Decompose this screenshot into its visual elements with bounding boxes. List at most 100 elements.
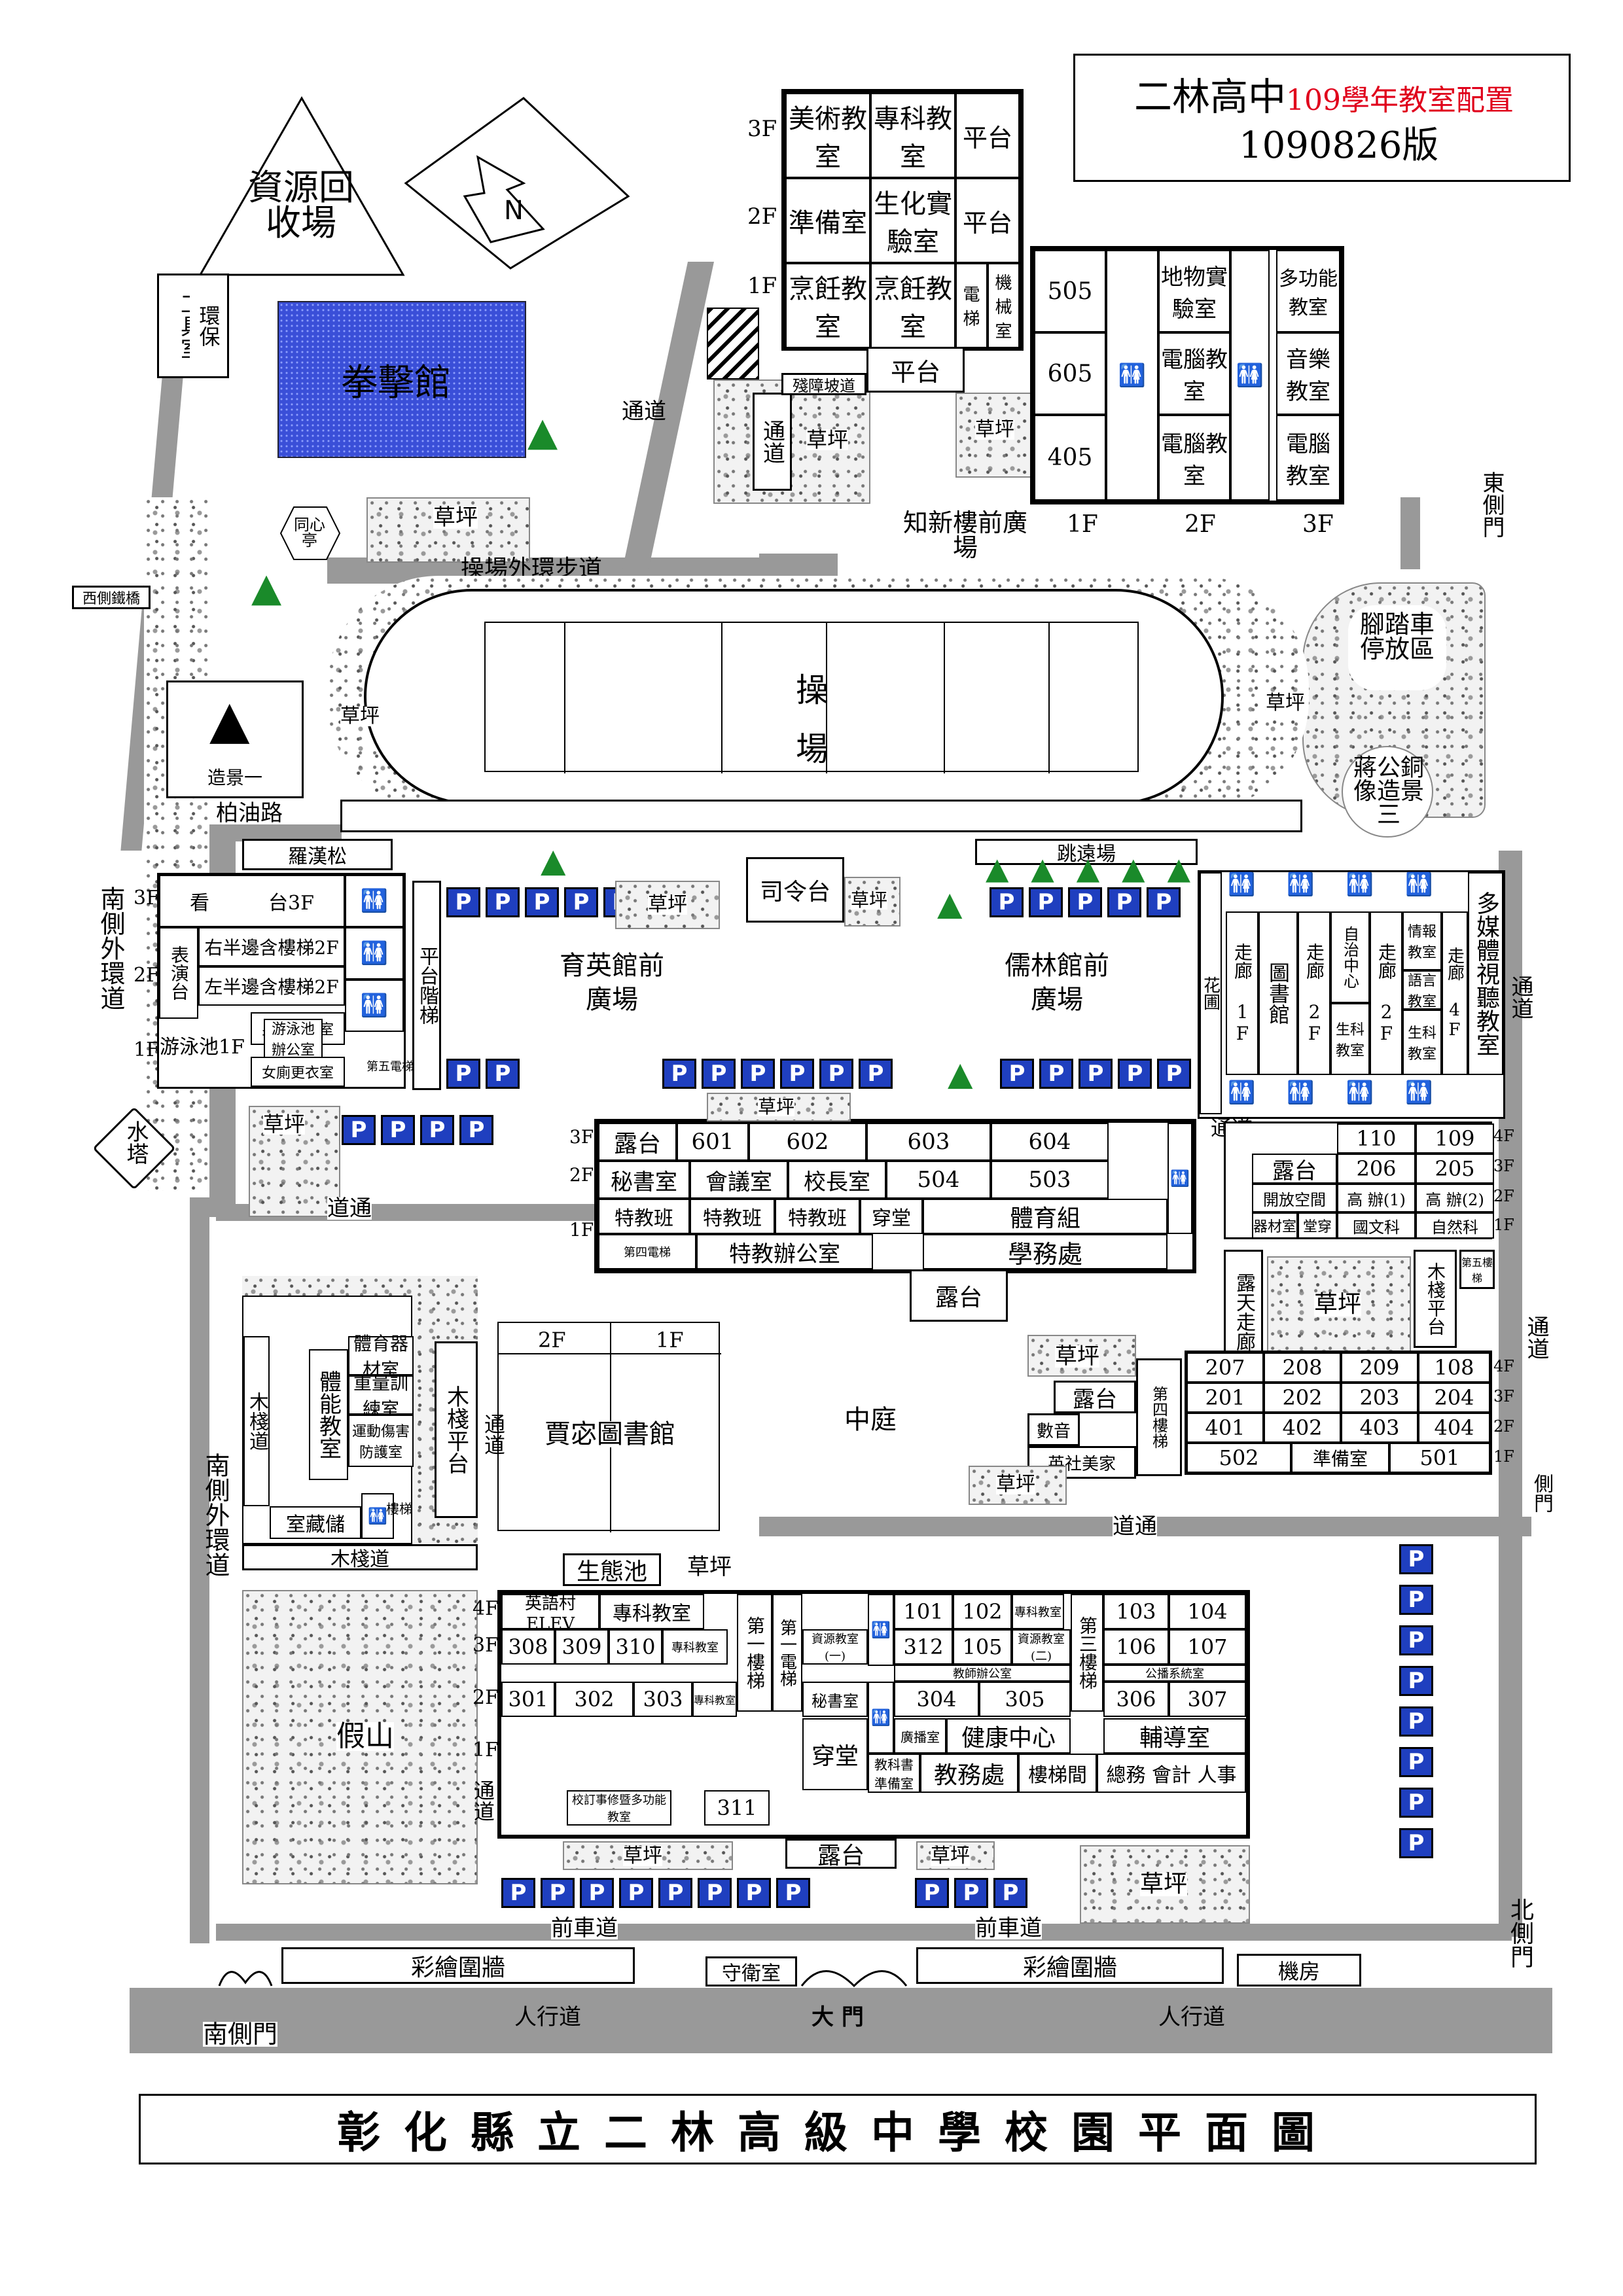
room-405: 405 <box>1034 415 1106 501</box>
south-building: 英語村ELEV 專科教室 第一樓梯 第一電梯 101 102 專科教室 第三樓梯… <box>497 1590 1250 1839</box>
room-602: 602 <box>749 1123 866 1161</box>
special-ed-3: 特教班 <box>775 1199 860 1234</box>
east-gate-label: 東側門 <box>1478 471 1505 538</box>
resource-room-1: 資源教室(一) <box>802 1629 868 1665</box>
room-106: 106 <box>1103 1629 1169 1665</box>
restroom-icon: 🚻 <box>368 1507 387 1525</box>
compass-icon: N <box>404 97 630 270</box>
room-502: 502 <box>1186 1443 1291 1473</box>
secretary-room-south: 秘書室 <box>802 1682 868 1717</box>
command-stand: 司令台 <box>746 857 844 923</box>
main-gate-icon[interactable] <box>798 1956 910 1989</box>
parking-icon: P <box>1399 1666 1433 1696</box>
tree-icon: ▲ <box>1031 851 1054 886</box>
machine-room: 機械室 <box>988 263 1020 348</box>
restroom-icon: 🚻 <box>1405 872 1433 898</box>
footer-title: 彰化縣立二林高級中學校園平面圖 <box>337 2107 1338 2158</box>
room-104: 104 <box>1169 1594 1246 1629</box>
east-lower-3f: 3F <box>1493 1387 1514 1405</box>
room-201: 201 <box>1186 1383 1264 1413</box>
parking-icon: P <box>1147 887 1181 917</box>
platform-2f: 平台 <box>955 178 1020 263</box>
jump-pit-trees: ▲▲▲▲▲ <box>986 851 1190 886</box>
parking-icon: P <box>819 1059 853 1089</box>
rockery: 假山 <box>242 1590 478 1884</box>
library-wc-row-bottom: 🚻🚻🚻🚻 <box>1228 1080 1433 1106</box>
health-center: 健康中心 <box>946 1718 1071 1754</box>
accessible-ramp: 殘障坡道 <box>781 373 866 395</box>
south-gate-icon[interactable] <box>216 1956 275 1989</box>
south-gate-label: 南側門 <box>203 2020 278 2049</box>
special-ed-office: 特教辦公室 <box>696 1234 873 1269</box>
bio-room-2: 生科教室 <box>1402 1010 1442 1075</box>
tree-icon: ▲ <box>209 689 250 750</box>
computer-room-1: 電腦教室 <box>1158 332 1230 415</box>
south-floor-1f: 1F <box>473 1739 499 1761</box>
sidewalk-west: 人行道 <box>514 2004 581 2030</box>
pool-floor-2f: 2F <box>134 964 160 987</box>
restroom-icon: 🚻 <box>1228 1080 1256 1106</box>
pool-office: 游泳池辦公室 <box>264 1019 323 1059</box>
special-ed-2: 特教班 <box>690 1199 775 1234</box>
restroom-icon: 🚻 <box>871 1708 891 1727</box>
track-east-grass: 草坪 <box>1266 692 1305 715</box>
east-small-building: 110 109 露台 206 205 開放空間 高 辦(1) 高 辦(2) 器材… <box>1224 1122 1494 1239</box>
room-603: 603 <box>866 1123 991 1161</box>
first-elevator: 第一電梯 <box>772 1594 802 1712</box>
room-605: 605 <box>1034 332 1106 415</box>
grass-south-3: 草坪 <box>1080 1845 1250 1924</box>
library-hall: 圖書館 <box>1258 911 1298 1075</box>
parking-icon: P <box>381 1115 415 1145</box>
room-108: 108 <box>1418 1352 1490 1383</box>
grass-east-court: 草坪 <box>1267 1256 1411 1354</box>
restroom-icon: 🚻 <box>1118 362 1147 389</box>
room-604: 604 <box>991 1123 1109 1161</box>
parking-icon: P <box>1107 887 1141 917</box>
parking-icon: P <box>658 1878 692 1908</box>
weight-room: 重量訓練室 <box>348 1372 414 1420</box>
pool-stand: 看 台3F <box>159 875 345 927</box>
parking-icon: P <box>741 1059 775 1089</box>
room-303: 303 <box>633 1682 692 1717</box>
corridor-2f: 走廊 2F <box>1298 911 1330 1075</box>
grass-machine: 草坪 <box>955 393 1034 478</box>
science-dept: 自然科 <box>1416 1212 1494 1239</box>
room-209: 209 <box>1341 1352 1418 1383</box>
center-terrace: 露台 <box>910 1269 1008 1322</box>
parking-icon: P <box>737 1878 771 1908</box>
tree-icon: ▲ <box>251 565 282 610</box>
parking-icon: P <box>1399 1706 1433 1737</box>
pool-wc-1: 🚻 <box>345 875 404 927</box>
tree-icon: ▲ <box>937 885 963 923</box>
high-office-1: 高 辦(1) <box>1337 1184 1416 1212</box>
multi-function-classroom: 校訂事修暨多功能教室 <box>567 1790 671 1826</box>
room-307: 307 <box>1169 1682 1246 1717</box>
room-208: 208 <box>1264 1352 1341 1383</box>
open-space: 開放空間 <box>1252 1184 1337 1212</box>
room-402: 402 <box>1264 1413 1341 1443</box>
playground-label: 操場 <box>796 671 829 768</box>
grass-yuying: 草坪 <box>615 881 720 929</box>
room-205: 205 <box>1416 1154 1494 1184</box>
tree-icon: ▲ <box>1076 851 1100 886</box>
pool-floor-3f: 3F <box>134 887 160 910</box>
pool-right-half: 右半邊含樓梯2F <box>198 927 345 966</box>
scene-one: 造景一 <box>166 680 304 798</box>
textbook-prep-room: 教科書準備室 <box>868 1754 920 1793</box>
parking-icon: P <box>1000 1059 1034 1089</box>
pool-fifth-stairs: 第五電梯 <box>366 1060 414 1074</box>
water-tower-label: 水塔 <box>122 1120 149 1165</box>
recycle-label: 資源回收場 <box>248 167 354 243</box>
restroom-icon: 🚻 <box>1170 1169 1190 1188</box>
east-road-passage: 通道 <box>1507 975 1533 1019</box>
parking-icon: P <box>990 887 1024 917</box>
women-locker: 女廁更衣室 <box>251 1057 345 1087</box>
east-block: 505 605 405 🚻 地物實驗室 電腦教室 電腦教室 🚻 多功能教室 音樂… <box>1030 246 1344 504</box>
library-2f: 2F <box>538 1328 566 1352</box>
east-small-1f: 1F <box>1493 1216 1514 1234</box>
year-config: 109學年教室配置 <box>1286 84 1514 117</box>
restroom-icon: 🚻 <box>1346 1080 1374 1106</box>
room-110: 110 <box>1337 1123 1416 1154</box>
parking-icon: P <box>446 887 480 917</box>
parking-icon: P <box>1029 887 1063 917</box>
